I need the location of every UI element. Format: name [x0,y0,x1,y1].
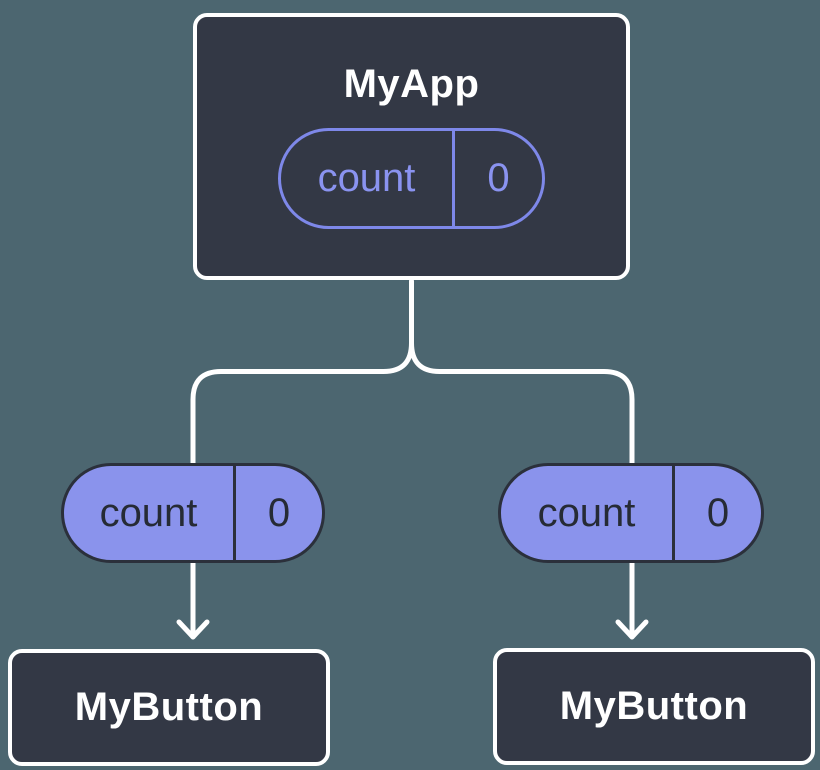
right-child-component-title: MyButton [559,684,749,728]
root-component-title: MyApp [343,62,480,106]
state-pill-value: 0 [487,156,510,200]
right-branch-line [409,340,635,639]
left-arrowhead-icon [176,619,210,640]
root-component-node: MyApp count 0 [193,13,630,280]
right-child-component-node: MyButton [493,648,815,765]
left-child-component-title: MyButton [74,685,264,729]
state-pill: count 0 [278,128,545,229]
left-child-component-node: MyButton [8,649,330,766]
left-prop-pill: count 0 [61,463,325,563]
right-prop-pill: count 0 [498,463,764,563]
state-pill-key: count [281,131,455,226]
left-prop-pill-key: count [64,466,236,560]
right-prop-pill-value: 0 [706,490,730,535]
right-arrowhead-icon [615,619,649,640]
left-prop-pill-value: 0 [267,490,291,535]
right-prop-pill-key: count [501,466,675,560]
left-branch-line [190,278,414,639]
